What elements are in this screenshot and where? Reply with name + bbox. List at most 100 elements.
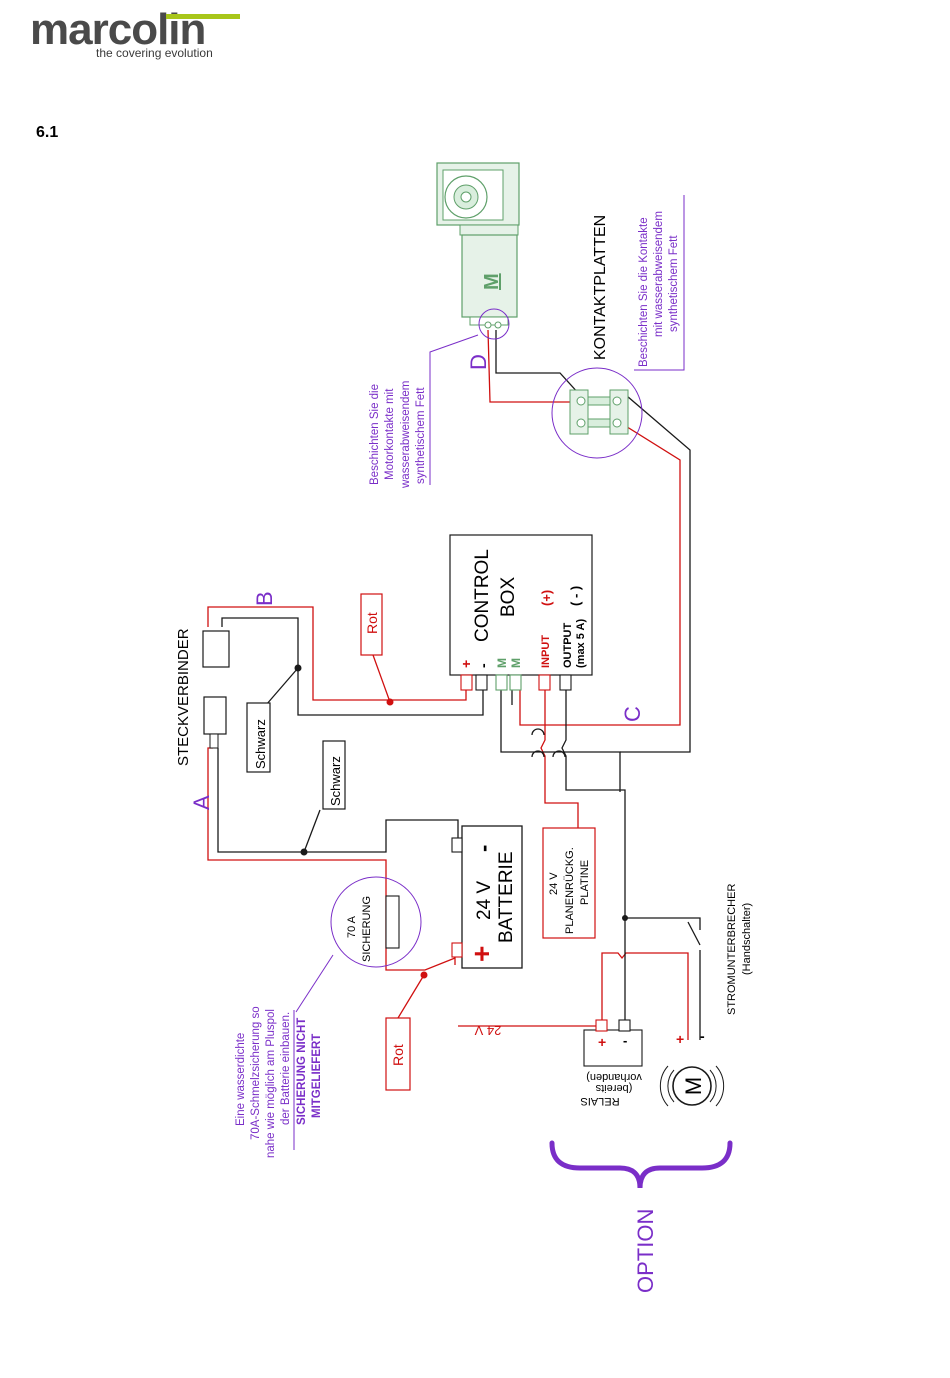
motor-note-leader <box>429 334 479 355</box>
option-brace: OPTION <box>549 1140 733 1293</box>
svg-text:Rot: Rot <box>390 1044 406 1066</box>
battery-voltage: 24 V <box>474 881 495 920</box>
kontaktplatten: KONTAKTPLATTEN <box>551 195 685 459</box>
terminal-input <box>538 674 551 691</box>
logo-tagline: the covering evolution <box>96 46 213 60</box>
wire-kontakt-black <box>619 389 691 753</box>
relais-plus: + <box>598 1034 606 1050</box>
crossing-1 <box>531 728 545 736</box>
rot-label-bottom: Rot <box>385 1017 411 1091</box>
input-label: INPUT <box>540 635 552 668</box>
motor-note-3: wasserabweisendem <box>400 381 412 489</box>
output-label-1: OUTPUT <box>562 623 574 669</box>
schwarz-label-2: Schwarz <box>322 740 346 810</box>
kontakt-note-2: mit wasserabweisendem <box>653 211 665 337</box>
motor-body <box>461 234 518 318</box>
fuse-note-leader <box>295 954 334 1013</box>
fuse-note-6: MITGELIEFERT <box>311 1034 323 1118</box>
fuse-note-3: nahe wie möglich am Pluspol <box>265 1009 277 1158</box>
svg-text:Schwarz: Schwarz <box>328 756 343 806</box>
fuse-body <box>385 895 400 949</box>
schwarz-lead-1 <box>265 667 299 706</box>
platine: 24 V PLANENRÜCKG. PLATINE <box>542 827 596 939</box>
battery-minus-sign: - <box>471 845 496 852</box>
rot-label-top: Rot <box>360 593 383 656</box>
terminal-m2 <box>509 674 522 691</box>
fuse-label: SICHERUNG <box>361 896 373 962</box>
terminal-output <box>559 674 572 691</box>
wire-output <box>561 690 626 1020</box>
red-wires <box>207 329 689 1040</box>
fuse-note: Eine wasserdichte 70A-Schmelzsicherung s… <box>235 1006 323 1158</box>
battery-terminal-minus <box>451 837 463 853</box>
kontakt-note: Beschichten Sie die Kontakte mit wassera… <box>638 211 680 367</box>
option-motor: M + - <box>659 1028 725 1107</box>
connector-pin <box>209 733 219 749</box>
terminal-plus <box>460 674 473 691</box>
wire-motor-black <box>495 330 581 396</box>
wire-switch <box>625 917 701 930</box>
platine-1: 24 V <box>548 872 560 895</box>
option-motor-minus: - <box>700 1028 705 1044</box>
battery: 24 V BATTERIE + - <box>451 825 523 969</box>
rot-lead-top <box>372 654 391 703</box>
wire-c-red <box>519 419 681 726</box>
control-box-title-1: CONTROL <box>472 549 493 642</box>
svg-text:Schwarz: Schwarz <box>253 719 268 769</box>
output-label-2: (max 5 A) <box>575 619 587 668</box>
steckverbinder-label: STECKVERBINDER <box>175 628 192 766</box>
dot-black-mid <box>300 848 308 856</box>
switch-blade <box>687 921 701 946</box>
dot-red-top <box>386 698 394 706</box>
dot-black-top <box>294 664 302 672</box>
junction-dots <box>294 664 628 979</box>
relais-voltage: 24 V <box>474 1023 501 1038</box>
motor-contact-circle <box>478 308 510 340</box>
wire-relay-red <box>601 952 689 1040</box>
crossing-3 <box>552 750 566 758</box>
wire-input-platine <box>540 690 579 828</box>
option-motor-m: M <box>681 1077 706 1095</box>
stromunterbrecher-2: (Handschalter) <box>741 903 753 975</box>
logo-accent-bar <box>166 14 240 19</box>
relais-term-plus <box>595 1019 608 1032</box>
label-d: D <box>466 354 491 370</box>
gear-flange <box>459 224 519 236</box>
motor-note-2: Motorkontakte mit <box>384 388 396 480</box>
kontaktplatten-label: KONTAKTPLATTEN <box>592 215 609 360</box>
motor-note-4: synthetischem Fett <box>415 387 427 484</box>
wire-a-red <box>207 747 456 971</box>
section-number: 6.1 <box>36 124 59 141</box>
motor-note-1: Beschichten Sie die <box>369 384 381 485</box>
input-plus: (+) <box>539 590 554 606</box>
crossing-2 <box>531 750 545 758</box>
gear-hub <box>460 191 472 203</box>
kontakt-note-1: Beschichten Sie die Kontakte <box>638 217 650 367</box>
connector-male <box>203 696 227 735</box>
connector-female <box>202 630 230 668</box>
wire-crossings <box>531 728 566 758</box>
fuse-note-1: Eine wasserdichte <box>235 1033 247 1126</box>
wire-m1 <box>500 690 621 792</box>
battery-label: BATTERIE <box>496 852 517 944</box>
label-a: A <box>189 795 214 810</box>
platine-2: PLANENRÜCKG. <box>564 847 576 934</box>
control-box-title-2: BOX <box>498 577 519 617</box>
wire-motor-red <box>487 329 575 403</box>
kontakt-note-leader <box>634 195 685 371</box>
terminal-m1 <box>495 674 508 691</box>
schwarz-lead-2 <box>303 809 321 853</box>
wire-a-black <box>217 748 459 853</box>
term-label-m1: M <box>495 658 509 668</box>
steckverbinder-connector: STECKVERBINDER <box>175 628 230 766</box>
dot-red-bottom <box>420 971 428 979</box>
fuse-note-5: SICHERUNG NICHT <box>296 1018 308 1125</box>
stromunterbrecher-1: STROMUNTERBRECHER <box>726 884 738 1015</box>
output-minus: ( - ) <box>568 586 583 606</box>
relais: + - RELAIS (bereits vorhanden) 24 V <box>474 1019 643 1107</box>
rot-lead-bottom <box>397 974 425 1019</box>
option-label: OPTION <box>633 1209 658 1293</box>
fuse-note-2: 70A-Schmelzsicherung so <box>250 1006 262 1140</box>
kontakt-note-3: synthetischem Fett <box>668 235 680 332</box>
